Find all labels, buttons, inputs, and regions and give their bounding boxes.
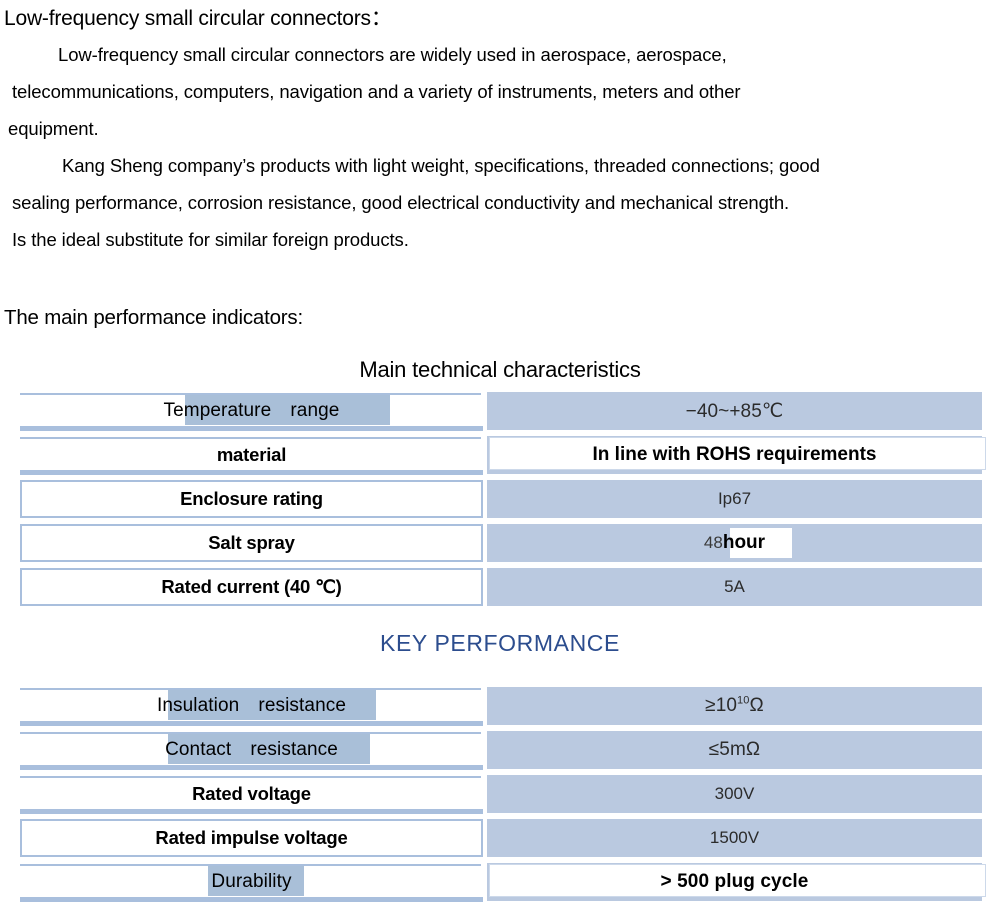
intro-section: Low-frequency small circular connectors：… bbox=[0, 0, 1000, 258]
table-row: material In line with ROHS requirements bbox=[20, 436, 986, 479]
row-label-cell: Rated voltage bbox=[20, 775, 483, 814]
section-heading: The main performance indicators: bbox=[4, 306, 303, 329]
row-label-cell: Insulation resistance bbox=[20, 687, 483, 726]
row-label: Temperature range bbox=[163, 400, 340, 421]
row-value: −40~+85℃ bbox=[685, 400, 784, 422]
table-row: Rated current (40 ℃) 5A bbox=[20, 568, 982, 611]
row-value-cell: ≥1010Ω bbox=[487, 687, 982, 725]
intro-p1-line-1: Low-frequency small circular connectors … bbox=[58, 44, 727, 65]
intro-p2-line-3: Is the ideal substitute for similar fore… bbox=[12, 229, 409, 250]
selection-highlight bbox=[208, 866, 304, 896]
row-value: ≥1010Ω bbox=[705, 695, 764, 717]
row-value-number: 48 bbox=[703, 533, 723, 552]
row-value-cell: > 500 plug cycle bbox=[487, 863, 986, 901]
row-label: Rated voltage bbox=[192, 783, 311, 804]
intro-p2-line-1: Kang Sheng company’s products with light… bbox=[62, 155, 820, 176]
row-label: Salt spray bbox=[208, 532, 295, 553]
row-value-unit: Ω bbox=[749, 695, 764, 716]
table-row: Salt spray 48 hour bbox=[20, 524, 982, 567]
row-value-cell: Ip67 bbox=[487, 480, 982, 518]
main-technical-characteristics-table: Temperature range −40~+85℃ material In l… bbox=[20, 392, 986, 612]
row-label: Contact resistance bbox=[165, 739, 338, 760]
white-highlight-chip bbox=[730, 528, 792, 558]
row-label-cell: Temperature range bbox=[20, 392, 483, 431]
row-value-exponent: 10 bbox=[737, 694, 750, 707]
table-row: Enclosure rating Ip67 bbox=[20, 480, 982, 523]
row-label-cell: Contact resistance bbox=[20, 731, 483, 770]
row-value-cell: In line with ROHS requirements bbox=[487, 436, 986, 474]
row-value-cell: ≤5mΩ bbox=[487, 731, 982, 769]
table-row: Contact resistance ≤5mΩ bbox=[20, 731, 982, 774]
intro-p2-line-2: sealing performance, corrosion resistanc… bbox=[12, 192, 790, 213]
row-label-cell: material bbox=[20, 436, 483, 475]
row-value: 5A bbox=[724, 577, 745, 596]
row-value-cell: 48 hour bbox=[487, 524, 982, 562]
table-row: Durability > 500 plug cycle bbox=[20, 863, 986, 906]
row-value-base: ≥10 bbox=[705, 695, 738, 716]
row-label-cell: Rated impulse voltage bbox=[20, 819, 483, 857]
row-label: Enclosure rating bbox=[180, 488, 323, 509]
row-label-cell: Rated current (40 ℃) bbox=[20, 568, 483, 606]
row-label-cell: Salt spray bbox=[20, 524, 483, 562]
row-label-cell: Durability bbox=[20, 863, 483, 902]
selection-highlight bbox=[168, 690, 376, 720]
row-value-cell: −40~+85℃ bbox=[487, 392, 982, 430]
row-label-cell: Enclosure rating bbox=[20, 480, 483, 518]
row-value-cell: 300V bbox=[487, 775, 982, 813]
row-value-cell: 1500V bbox=[487, 819, 982, 857]
row-value: Ip67 bbox=[717, 489, 752, 508]
intro-p1-line-3: equipment. bbox=[8, 118, 99, 139]
table-row: Rated impulse voltage 1500V bbox=[20, 819, 982, 862]
table-row: Rated voltage 300V bbox=[20, 775, 982, 818]
row-label: material bbox=[216, 444, 287, 465]
row-label: Rated current (40 ℃) bbox=[161, 576, 342, 597]
row-value: > 500 plug cycle bbox=[660, 871, 809, 892]
selection-highlight bbox=[185, 395, 390, 425]
row-value-unit: hour bbox=[722, 532, 766, 553]
intro-heading: Low-frequency small circular connectors： bbox=[4, 7, 392, 30]
main-table-title: Main technical characteristics bbox=[359, 357, 641, 382]
row-value: ≤5mΩ bbox=[708, 739, 761, 760]
row-value-cell: 5A bbox=[487, 568, 982, 606]
row-value: 300V bbox=[714, 784, 755, 803]
row-label: Insulation resistance bbox=[156, 695, 347, 716]
row-value: 1500V bbox=[709, 828, 760, 847]
selection-highlight bbox=[168, 734, 370, 764]
table-row: Temperature range −40~+85℃ bbox=[20, 392, 982, 435]
row-value: 48 hour bbox=[704, 532, 765, 554]
row-label: Rated impulse voltage bbox=[155, 827, 348, 848]
key-performance-table: Insulation resistance ≥1010Ω Contact res… bbox=[20, 687, 986, 907]
row-label: Durability bbox=[211, 871, 292, 892]
intro-p1-line-2: telecommunications, computers, navigatio… bbox=[12, 81, 741, 102]
table-row: Insulation resistance ≥1010Ω bbox=[20, 687, 982, 730]
key-performance-title: KEY PERFORMANCE bbox=[380, 630, 620, 656]
row-value: In line with ROHS requirements bbox=[592, 444, 877, 465]
